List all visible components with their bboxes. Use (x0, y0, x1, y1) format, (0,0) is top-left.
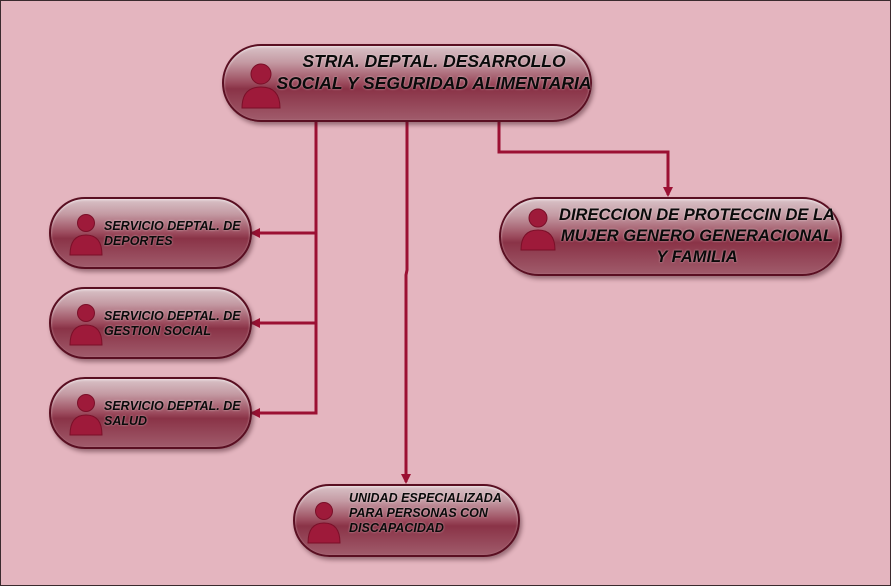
person-icon (307, 502, 341, 544)
node-servicio-salud-label: SERVICIO DEPTAL. DE SALUD (104, 399, 241, 428)
connector-root-unidad (401, 120, 411, 484)
person-icon (69, 394, 103, 436)
node-root-label: STRIA. DEPTAL. DESARROLLO SOCIAL Y SEGUR… (276, 51, 592, 93)
person-icon (520, 208, 556, 251)
person-icon (69, 214, 103, 256)
connector-root-direccion (497, 120, 673, 197)
person-icon (241, 63, 281, 109)
node-servicio-deportes[interactable]: SERVICIO DEPTAL. DE DEPORTES (49, 197, 252, 269)
node-servicio-salud[interactable]: SERVICIO DEPTAL. DE SALUD (49, 377, 252, 449)
node-servicio-gestion-social-label: SERVICIO DEPTAL. DE GESTION SOCIAL (104, 309, 241, 338)
connector-root-salud (250, 323, 318, 418)
person-icon (69, 304, 103, 346)
node-servicio-deportes-label: SERVICIO DEPTAL. DE DEPORTES (104, 219, 241, 248)
node-servicio-gestion-social[interactable]: SERVICIO DEPTAL. DE GESTION SOCIAL (49, 287, 252, 359)
node-direccion-proteccion[interactable]: DIRECCION DE PROTECCIN DE LA MUJER GENER… (499, 197, 842, 276)
node-unidad-discapacidad[interactable]: UNIDAD ESPECIALIZADA PARA PERSONAS CON D… (293, 484, 520, 557)
node-root[interactable]: STRIA. DEPTAL. DESARROLLO SOCIAL Y SEGUR… (222, 44, 592, 122)
connector-root-gestion (250, 233, 318, 328)
node-direccion-proteccion-label: DIRECCION DE PROTECCIN DE LA MUJER GENER… (559, 206, 835, 266)
node-unidad-discapacidad-label: UNIDAD ESPECIALIZADA PARA PERSONAS CON D… (349, 491, 502, 535)
connector-root-deportes (250, 120, 318, 238)
